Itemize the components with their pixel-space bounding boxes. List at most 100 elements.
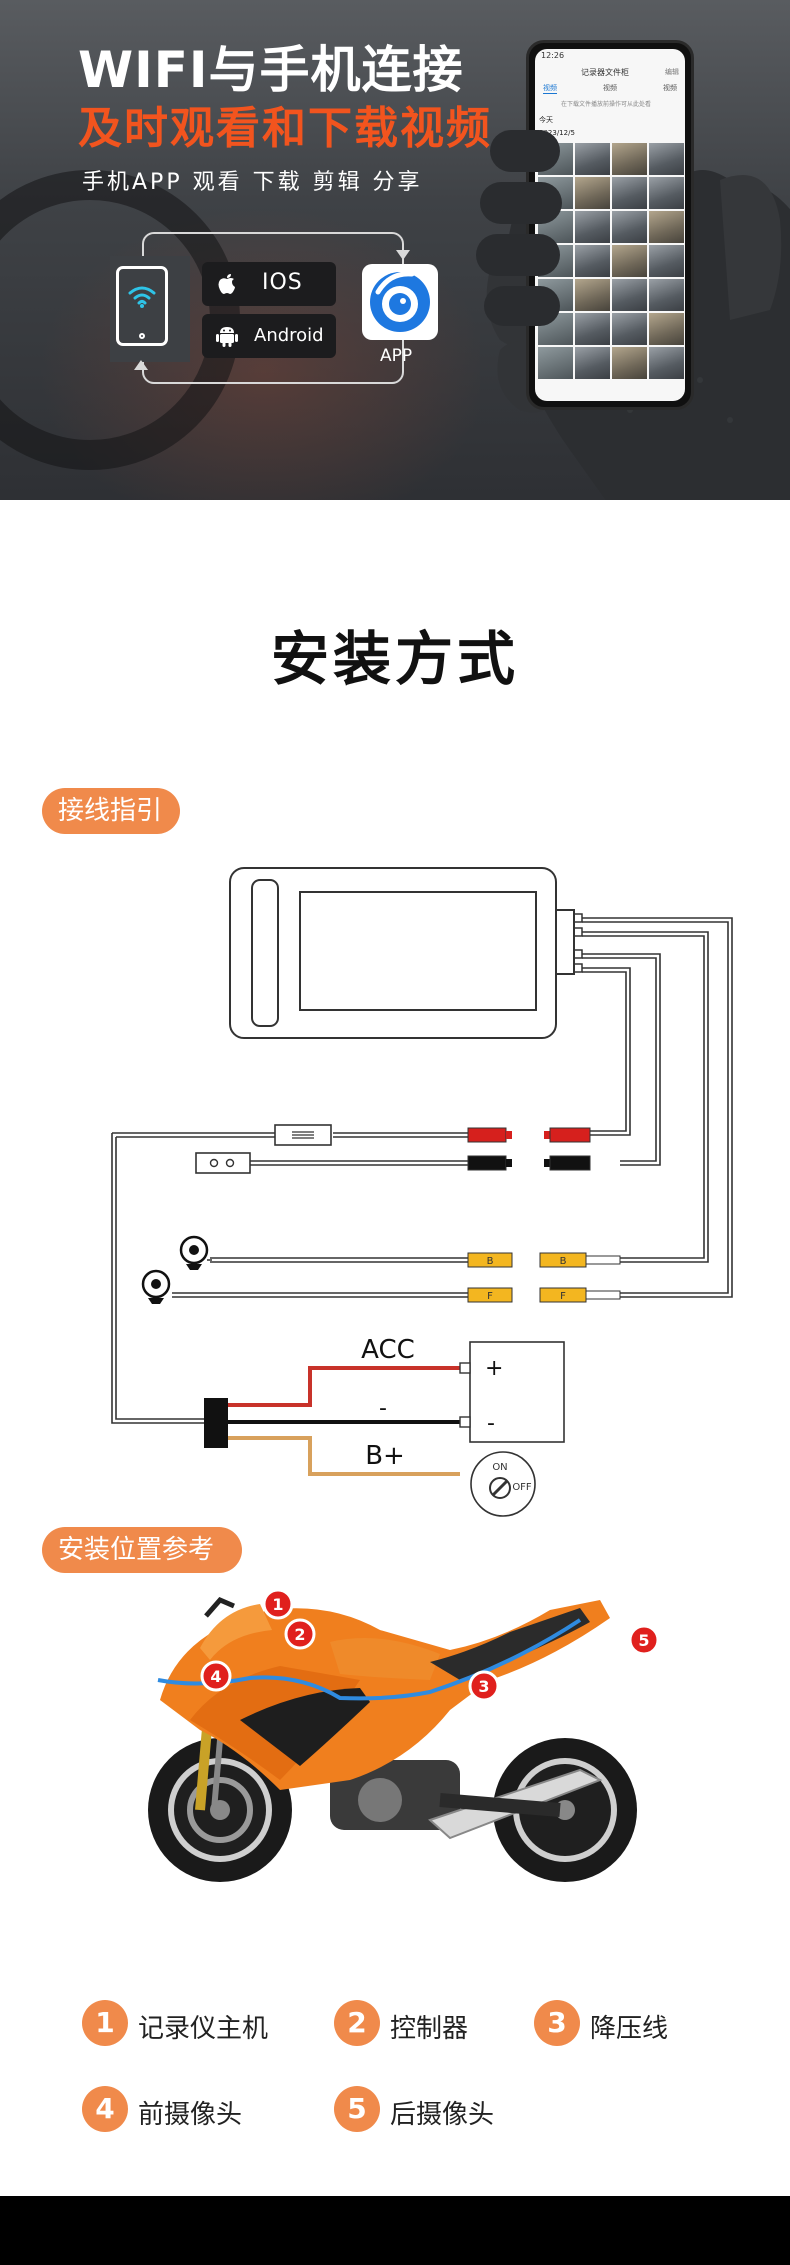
- switch-off-label: OFF: [512, 1482, 532, 1493]
- front-wheel: [148, 1738, 292, 1882]
- legend-label-3: 降压线: [590, 2014, 669, 2044]
- video-thumbnail: [612, 143, 647, 175]
- phone-home-button-icon: [139, 333, 145, 339]
- video-thumbnail: [575, 347, 610, 379]
- video-thumbnail: [575, 211, 610, 243]
- video-thumbnail: [649, 211, 684, 243]
- wifi-icon: [128, 286, 156, 308]
- position-marker-1: 1: [262, 1588, 294, 1620]
- bplus-label: B+: [365, 1441, 405, 1471]
- acc-label: ACC: [361, 1335, 415, 1365]
- screen-edit-action: 编辑: [665, 68, 679, 76]
- switch-on-label: ON: [492, 1462, 507, 1473]
- phone-screen: 12:26 记录器文件柜 编辑 视频 视频 视频 在下载文件播放前操作可从此处看…: [535, 49, 685, 401]
- video-thumbnail: [575, 279, 610, 311]
- footer-bar: [0, 2196, 790, 2265]
- legend-item-4: 4 前摄像头: [82, 2086, 282, 2132]
- marker-4-label: 4: [210, 1667, 221, 1686]
- connector-f-label-right: F: [560, 1291, 566, 1302]
- legend-item-3: 3 降压线: [534, 2000, 714, 2046]
- black-connector-pair: [467, 1155, 591, 1171]
- apple-icon: [218, 274, 235, 294]
- connector-f-label-left: F: [487, 1291, 493, 1302]
- wiring-diagram: B B F F: [111, 867, 733, 1517]
- legend-label-5: 后摄像头: [390, 2100, 495, 2130]
- rear-camera-icon: [179, 1235, 212, 1270]
- video-thumbnail: [649, 143, 684, 175]
- connector-b-label-right: B: [560, 1256, 567, 1267]
- video-thumbnail: [649, 245, 684, 277]
- position-marker-5: 5: [628, 1624, 660, 1656]
- video-thumbnail: [649, 313, 684, 345]
- legend-label-2: 控制器: [390, 2014, 469, 2044]
- screen-title: 记录器文件柜: [581, 68, 629, 77]
- video-thumbnail: [649, 279, 684, 311]
- legend-number-5: 5: [334, 2086, 380, 2132]
- video-thumbnail: [649, 347, 684, 379]
- hero-subtitle: 手机APP 观看 下载 剪辑 分享: [82, 170, 423, 195]
- screen-tab-2: 视频: [603, 84, 617, 92]
- status-time: 12:26: [541, 51, 565, 60]
- flow-arrow-up: [134, 360, 148, 370]
- video-thumbnail: [575, 143, 610, 175]
- glove-fingers-front: [476, 130, 562, 326]
- screen-tab-3: 视频: [663, 84, 677, 92]
- video-thumbnail: [575, 245, 610, 277]
- position-marker-3: 3: [468, 1670, 500, 1702]
- screen-day: 今天: [539, 116, 553, 124]
- android-badge: Android: [202, 314, 336, 358]
- video-thumbnail: [538, 347, 573, 379]
- video-thumbnail: [612, 279, 647, 311]
- hero-title-line1: WIFI与手机连接: [78, 41, 464, 99]
- ios-label: IOS: [262, 270, 303, 295]
- phone-wifi-icon: [116, 266, 168, 346]
- camera-b-connector-pair: B B: [467, 1252, 621, 1268]
- marker-3-label: 3: [478, 1677, 489, 1696]
- marker-1-label: 1: [272, 1595, 283, 1614]
- legend-label-1: 记录仪主机: [138, 2014, 269, 2044]
- video-thumbnail: [612, 211, 647, 243]
- screen-tab-1: 视频: [543, 84, 557, 94]
- legend-label-4: 前摄像头: [138, 2100, 243, 2130]
- fuse-holder: [274, 1124, 332, 1146]
- position-marker-4: 4: [200, 1660, 232, 1692]
- install-position-pill: 安装位置参考: [42, 1527, 242, 1573]
- ios-badge: IOS: [202, 262, 336, 306]
- screen-date: 2023/12/5: [539, 129, 575, 137]
- legend-item-5: 5 后摄像头: [334, 2086, 534, 2132]
- ignition-switch-icon: ON OFF: [470, 1451, 536, 1517]
- motorcycle-illustration: 1 2 3 4 5: [148, 1588, 660, 1882]
- flow-arrow-down: [396, 250, 410, 260]
- android-label: Android: [254, 325, 324, 346]
- battery-plus-terminal: +: [485, 1356, 503, 1381]
- video-thumbnail: [649, 177, 684, 209]
- position-marker-2: 2: [284, 1618, 316, 1650]
- front-camera-icon: [141, 1269, 171, 1304]
- legend-number-4: 4: [82, 2086, 128, 2132]
- step-down-harness: [204, 1366, 460, 1476]
- android-icon: [216, 327, 238, 347]
- smartphone-mockup: 12:26 记录器文件柜 编辑 视频 视频 视频 在下载文件播放前操作可从此处看…: [526, 40, 694, 410]
- hero-banner: WIFI与手机连接 及时观看和下载视频 手机APP 观看 下载 剪辑 分享 IO…: [0, 0, 790, 500]
- red-connector-pair: [467, 1127, 591, 1143]
- video-thumbnail: [575, 177, 610, 209]
- wiring-guide-pill: 接线指引: [42, 788, 180, 834]
- legend-item-1: 1 记录仪主机: [82, 2000, 282, 2046]
- marker-2-label: 2: [294, 1625, 305, 1644]
- camera-f-connector-pair: F F: [467, 1287, 621, 1303]
- video-thumbnail: [575, 313, 610, 345]
- cables: [111, 917, 733, 1424]
- screen-note: 在下载文件播放前操作可从此处看: [561, 101, 652, 108]
- hero-title-line2: 及时观看和下载视频: [78, 103, 492, 154]
- video-thumbnail-grid: [538, 143, 684, 379]
- battery-minus-terminal: -: [487, 1411, 495, 1436]
- legend-item-2: 2 控制器: [334, 2000, 514, 2046]
- connector-b-label-left: B: [487, 1256, 494, 1267]
- marker-5-label: 5: [638, 1631, 649, 1650]
- app-eye-icon: [370, 271, 430, 332]
- video-thumbnail: [612, 245, 647, 277]
- video-thumbnail: [612, 347, 647, 379]
- video-thumbnail: [612, 177, 647, 209]
- battery-box: + -: [459, 1341, 565, 1443]
